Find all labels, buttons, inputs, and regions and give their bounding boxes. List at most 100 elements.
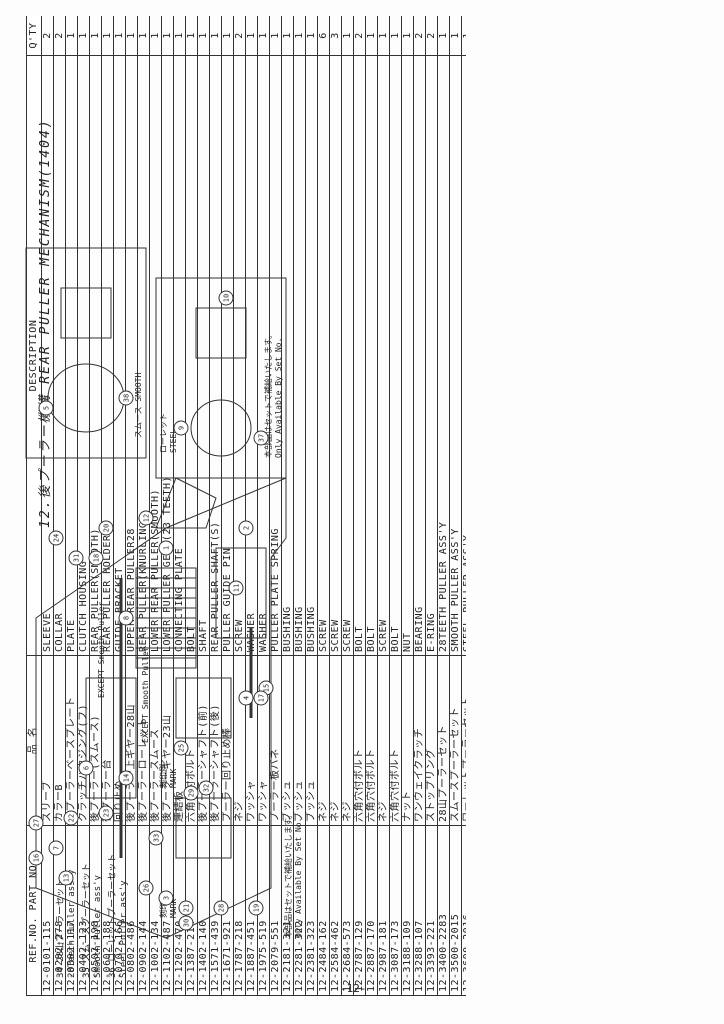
cell-ref-part-no: 12-3288-107 — [413, 825, 426, 996]
callout-circle — [158, 890, 174, 906]
callout-circle — [58, 870, 74, 886]
cell-qty: 1 — [449, 16, 462, 56]
cell-name-jp: ネジ — [341, 655, 354, 826]
smooth-puller-10 — [60, 287, 112, 339]
callout-circle — [228, 580, 244, 596]
label-except-smooth-2: EXCEPT Smooth Puller — [97, 601, 106, 698]
cell-ref-part-no: 12-2484-162 — [317, 825, 330, 996]
callout-circle — [183, 785, 199, 801]
cell-description: SCREW — [341, 55, 354, 656]
cell-description: NUT — [401, 55, 414, 656]
callout-4: 4 — [238, 690, 254, 706]
callout-number: 30 — [183, 919, 191, 927]
cell-name-jp: ネジ — [377, 655, 390, 826]
callout-number: 28 — [218, 904, 226, 912]
note-set-jp: 本部品はセットで補給いたします。 — [283, 811, 293, 938]
cell-qty: 3 — [329, 16, 342, 56]
callout-28: 28 — [213, 900, 229, 916]
cell-name-jp: ローレットプーラーセット — [461, 655, 466, 826]
callout-21: 21 — [178, 900, 194, 916]
cell-qty: 1 — [437, 16, 450, 56]
callout-number: 32 — [203, 784, 211, 792]
steel-puller-10 — [195, 307, 247, 359]
callout-24: 24 — [48, 530, 64, 546]
cell-qty: 1 — [305, 16, 318, 56]
callout-group: 1234567891011121314151617181920212223242… — [28, 290, 274, 931]
callout-circle — [38, 400, 54, 416]
callout-33: 33 — [148, 830, 164, 846]
callout-8: 8 — [118, 610, 134, 626]
callout-circle — [68, 550, 84, 566]
cell-description: BOLT — [353, 55, 366, 656]
callout-circle — [238, 690, 254, 706]
callout-26: 26 — [138, 880, 154, 896]
callout-number: 27 — [33, 819, 41, 827]
cell-qty: 2 — [353, 16, 366, 56]
cell-description: BOLT — [365, 55, 378, 656]
cell-description: BOLT — [389, 55, 402, 656]
callout-circle — [178, 915, 194, 931]
callout-circle — [118, 770, 134, 786]
callout-number: 9 — [178, 426, 186, 430]
callout-22: 22 — [63, 810, 79, 826]
callout-circle — [48, 530, 64, 546]
mechanism-drawing: EXCEPT Smooth Puller EXCEPT Smooth Pulle… — [25, 247, 303, 939]
cell-description: SCREW — [329, 55, 342, 656]
callout-circle — [173, 420, 189, 436]
callout-number: 14 — [123, 774, 131, 782]
callout-circle — [98, 805, 114, 821]
note-set-en: Only Available By Set No. — [294, 818, 303, 938]
callout-number: 1 — [163, 546, 171, 550]
callout-circle — [198, 780, 214, 796]
steel-puller-9 — [190, 399, 252, 457]
callout-9: 9 — [173, 420, 189, 436]
cell-name-jp: 六角穴付ボルト — [389, 655, 402, 826]
cell-name-jp: 六角穴付ボルト — [365, 655, 378, 826]
label-mark-2: MARK — [169, 899, 178, 918]
connecting-plate-12 — [155, 477, 217, 529]
cell-ref-part-no: 12-2584-462 — [329, 825, 342, 996]
callout-circle — [253, 690, 269, 706]
callout-number: 13 — [63, 874, 71, 882]
callout-12: 12 — [138, 510, 154, 526]
callout-circle — [63, 810, 79, 826]
callout-6: 6 — [78, 760, 94, 776]
cell-description: SCREW — [377, 55, 390, 656]
callout-20: 20 — [98, 520, 114, 536]
label-smooth: スムース SMOOTH — [134, 373, 143, 438]
callout-31: 31 — [68, 550, 84, 566]
callout-number: 23 — [103, 809, 111, 817]
sleeve-32-b — [175, 677, 232, 739]
cell-name-jp: ワンウェイクラッチ — [413, 655, 426, 826]
callout-23: 23 — [98, 805, 114, 821]
callout-number: 12 — [143, 514, 151, 522]
callout-25: 25 — [173, 740, 189, 756]
steel-inset-frame — [155, 277, 287, 479]
callout-circle — [248, 900, 264, 916]
callout-number: 7 — [53, 846, 61, 850]
callout-number: 38 — [123, 394, 131, 402]
callout-number: 10 — [223, 294, 231, 302]
gear-11 — [215, 547, 267, 639]
callout-circle — [138, 510, 154, 526]
callout-14: 14 — [118, 770, 134, 786]
label-steel: STEEL — [169, 429, 178, 453]
holder-6 — [85, 677, 137, 799]
callout-number: 6 — [83, 766, 91, 770]
label-mark-jp: 刻印側 — [158, 764, 168, 788]
callout-37: 37 — [253, 430, 269, 446]
callout-number: 20 — [103, 524, 111, 532]
label-knurl-jp: ローレット — [159, 413, 168, 453]
callout-11: 11 — [228, 580, 244, 596]
cell-qty: 1 — [389, 16, 402, 56]
callout-circle — [78, 760, 94, 776]
callout-number: 25 — [178, 744, 186, 752]
